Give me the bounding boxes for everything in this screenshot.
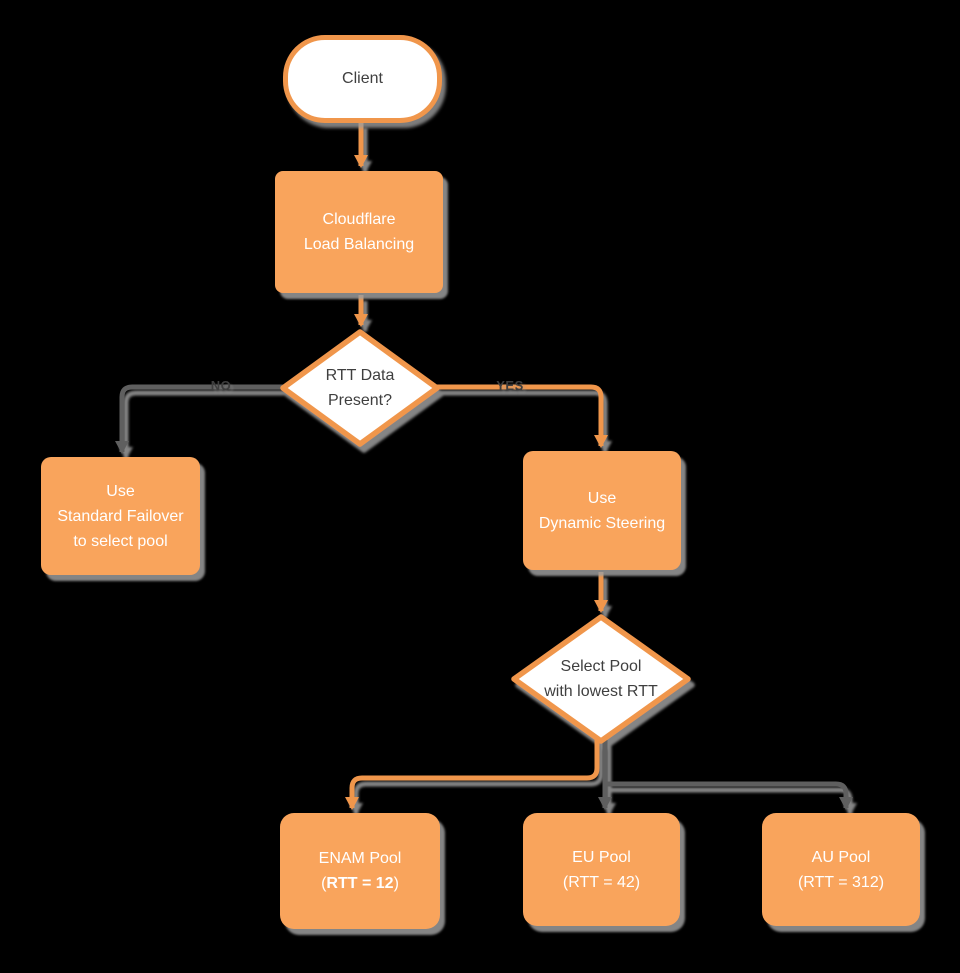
select-pool-label: Select Pool with lowest RTT [519,627,683,731]
enam-pool-node: ENAM Pool (RTT = 12) [280,813,440,929]
load-balancer-line2: Load Balancing [303,236,415,253]
edge-no-to-standard-failover [115,384,284,454]
rtt-decision-line1: RTT Data [325,367,395,384]
standard-failover-line2: Standard Failover [57,507,184,525]
enam-rtt-value: RTT = 12 [326,875,394,892]
rtt-decision-label: RTT Data Present? [288,336,432,440]
standard-failover-line3: to select pool [73,532,168,550]
enam-pool-name: ENAM Pool [318,850,402,867]
edge-select-pool-to-enam [345,740,600,810]
standard-failover-node: Use Standard Failover to select pool [41,457,200,575]
edge-select-pool-to-au [605,781,853,810]
dynamic-steering-node: Use Dynamic Steering [523,451,681,570]
standard-failover-line1: Use [106,482,135,500]
eu-pool-rtt: (RTT = 42) [562,873,641,891]
edge-label-yes: YES [496,378,524,393]
load-balancer-node: Cloudflare Load Balancing [275,171,443,293]
au-pool-rtt: (RTT = 312) [797,873,885,891]
au-pool-name: AU Pool [811,848,871,866]
select-pool-diamond [511,614,691,744]
eu-pool-node: EU Pool (RTT = 42) [523,813,680,926]
client-node: Client [283,35,442,123]
select-pool-line2: with lowest RTT [544,683,658,700]
dynamic-steering-line1: Use [587,489,617,507]
edge-label-no: NO [210,378,232,393]
rtt-decision-line2: Present? [327,392,393,409]
rtt-decision-diamond [280,329,440,447]
client-label: Client [342,70,383,87]
select-pool-line1: Select Pool [560,658,642,675]
eu-pool-name: EU Pool [572,848,631,866]
dynamic-steering-line2: Dynamic Steering [538,514,666,532]
load-balancer-line1: Cloudflare [322,211,396,228]
enam-rtt-close: ) [393,875,399,892]
enam-pool-rtt: (RTT = 12) [321,871,399,896]
edge-yes-to-dynamic-steering [436,384,608,448]
au-pool-node: AU Pool (RTT = 312) [762,813,920,926]
enam-rtt-open: ( [321,875,327,892]
